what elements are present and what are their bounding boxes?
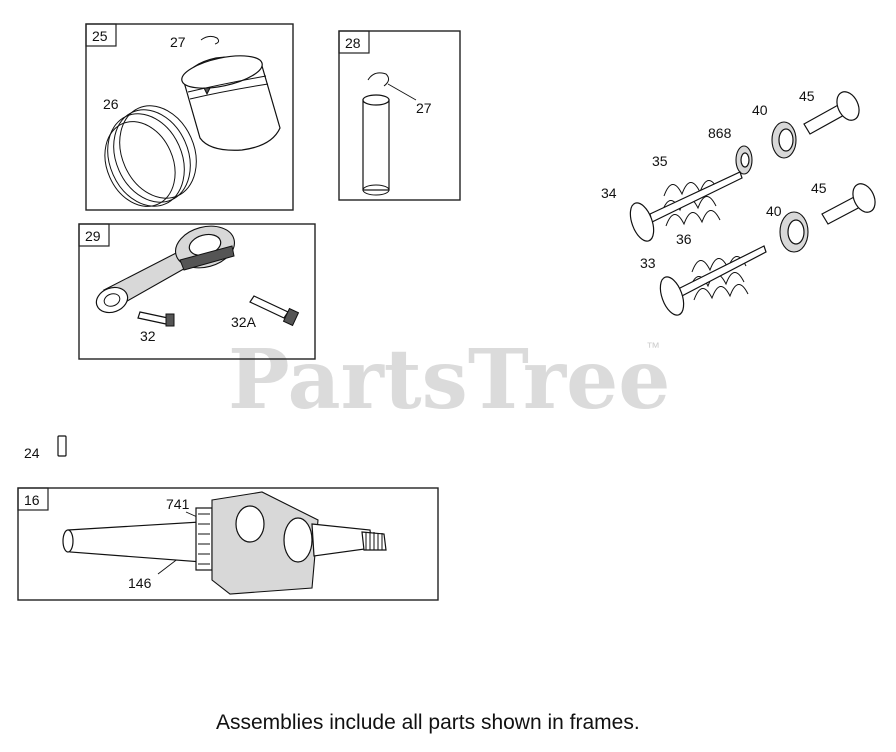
label-valve-intake: 33 (640, 255, 656, 271)
frame-piston-assembly[interactable]: 25 27 26 (85, 23, 294, 218)
frame-piston-number-box (85, 23, 117, 47)
tappet-bottom-icon (821, 183, 876, 225)
valve-seal-icon (735, 145, 753, 175)
retainer-bottom-icon (779, 211, 809, 253)
label-crank-key[interactable]: 146 (128, 575, 152, 591)
frame-crank-number-box (17, 487, 49, 511)
valve-exhaust-icon (629, 171, 743, 242)
watermark: PartsTree (228, 332, 670, 428)
connecting-rod-icon (95, 225, 235, 314)
frame-pin-number: 28 (345, 35, 361, 51)
label-crank-gear[interactable]: 741 (166, 496, 190, 512)
piston-pin-icon (362, 94, 390, 196)
frame-piston-pin[interactable]: 28 27 (338, 30, 461, 201)
label-retainer-bottom: 40 (766, 203, 782, 219)
label-tappet-bottom: 45 (811, 180, 827, 196)
pin-clip-icon (367, 72, 390, 87)
label-rod-bolt[interactable]: 32 (140, 328, 156, 344)
label-retainer-top: 40 (752, 102, 768, 118)
rod-bolt-icon (137, 311, 175, 327)
watermark-trademark: ™ (646, 339, 660, 355)
piston-icon (181, 55, 281, 151)
label-valve-exhaust: 34 (601, 185, 617, 201)
frame-rod-number-box (78, 223, 110, 247)
frame-piston-border (85, 23, 294, 211)
frame-rod-number: 29 (85, 228, 101, 244)
frame-pin-number-box (338, 30, 370, 54)
frame-crank-border (17, 487, 439, 601)
label-rod-bolt-alt[interactable]: 32A (231, 314, 257, 330)
frame-connecting-rod[interactable]: 29 32 32A (78, 220, 316, 360)
frame-rod-border (78, 223, 316, 360)
retainer-top-icon (771, 121, 797, 159)
snap-ring-icon (200, 35, 220, 45)
frame-crankshaft[interactable]: 16 741 146 (17, 487, 439, 601)
frame-crank-number: 16 (24, 492, 40, 508)
valve-train-parts[interactable]: 868 40 40 45 45 35 36 34 33 (601, 88, 879, 318)
tappet-top-icon (803, 91, 860, 135)
loose-key-part[interactable]: 24 (24, 435, 67, 461)
label-spring-bottom: 36 (676, 231, 692, 247)
diagram-caption: Assemblies include all parts shown in fr… (216, 711, 640, 734)
label-tappet-top: 45 (799, 88, 815, 104)
leader-pin-clip (387, 83, 417, 101)
label-pin-clip[interactable]: 27 (416, 100, 432, 116)
frame-piston-number: 25 (92, 28, 108, 44)
label-piston-ring-clip[interactable]: 27 (170, 34, 186, 50)
valve-intake-icon (659, 245, 767, 316)
crankshaft-icon (62, 491, 387, 595)
piston-rings-icon (104, 105, 197, 207)
frame-pin-border (338, 30, 461, 201)
rod-bolt-alt-icon (249, 295, 300, 327)
key-icon (57, 435, 67, 457)
label-piston-rings[interactable]: 26 (103, 96, 119, 112)
label-spring-top: 35 (652, 153, 668, 169)
label-intake-seal: 868 (708, 125, 732, 141)
label-key: 24 (24, 445, 40, 461)
